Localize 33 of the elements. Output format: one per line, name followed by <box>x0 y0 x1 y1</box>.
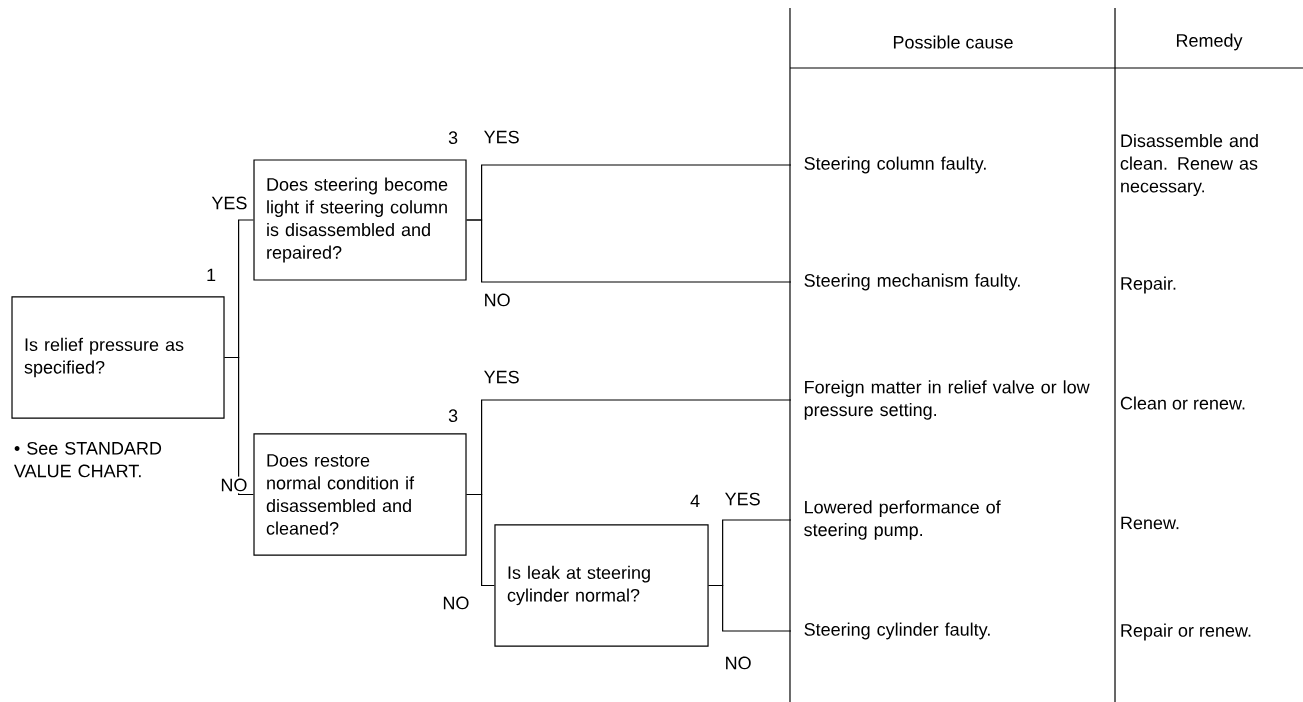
remedy-text: Repair or renew. <box>1121 623 1251 641</box>
remedy-text: Renew. <box>1121 516 1179 530</box>
column-header: Possible cause <box>893 35 1013 49</box>
decision-box: Is leak at steering cylinder normal? <box>494 524 709 647</box>
column-header: Remedy <box>1177 33 1243 51</box>
edge-label: NO <box>221 478 247 492</box>
connector <box>224 356 254 496</box>
cause-text: Steering column faulty. <box>804 156 986 174</box>
step-number: 3 <box>448 131 458 145</box>
edge-label: YES <box>211 196 247 210</box>
cause-text: Lowered performance of steering pump. <box>804 500 1001 540</box>
step-number: 1 <box>207 268 216 282</box>
edge-label: YES <box>484 130 519 144</box>
edge-label: NO <box>485 293 510 307</box>
decision-box: Does restore normal condition if disassembled and cleaned? <box>253 433 467 556</box>
cause-text: Steering cylinder faulty. <box>804 622 990 640</box>
remedy-text: Clean or renew. <box>1120 396 1245 410</box>
step-number: 4 <box>690 494 700 508</box>
remedy-text: Repair. <box>1121 276 1176 294</box>
connector <box>466 493 495 587</box>
edge-label: YES <box>725 492 760 506</box>
connector <box>466 219 792 283</box>
note-text: • See STANDARD VALUE CHART. <box>14 441 162 478</box>
edge-label: NO <box>726 656 751 670</box>
edge-label: YES <box>484 370 519 384</box>
decision-box: Is relief pressure as specified? <box>11 296 225 419</box>
cause-text: Foreign matter in relief valve or low pressure setting. <box>804 380 1090 420</box>
decision-box: Does steering become light if steering column is disassembled and repaired? <box>253 159 467 281</box>
connector <box>708 584 792 632</box>
edge-label: NO <box>443 596 469 610</box>
remedy-text: Disassemble and clean. Renew as necessary. <box>1120 133 1258 197</box>
step-number: 3 <box>448 409 458 423</box>
cause-text: Steering mechanism faulty. <box>804 273 1020 291</box>
